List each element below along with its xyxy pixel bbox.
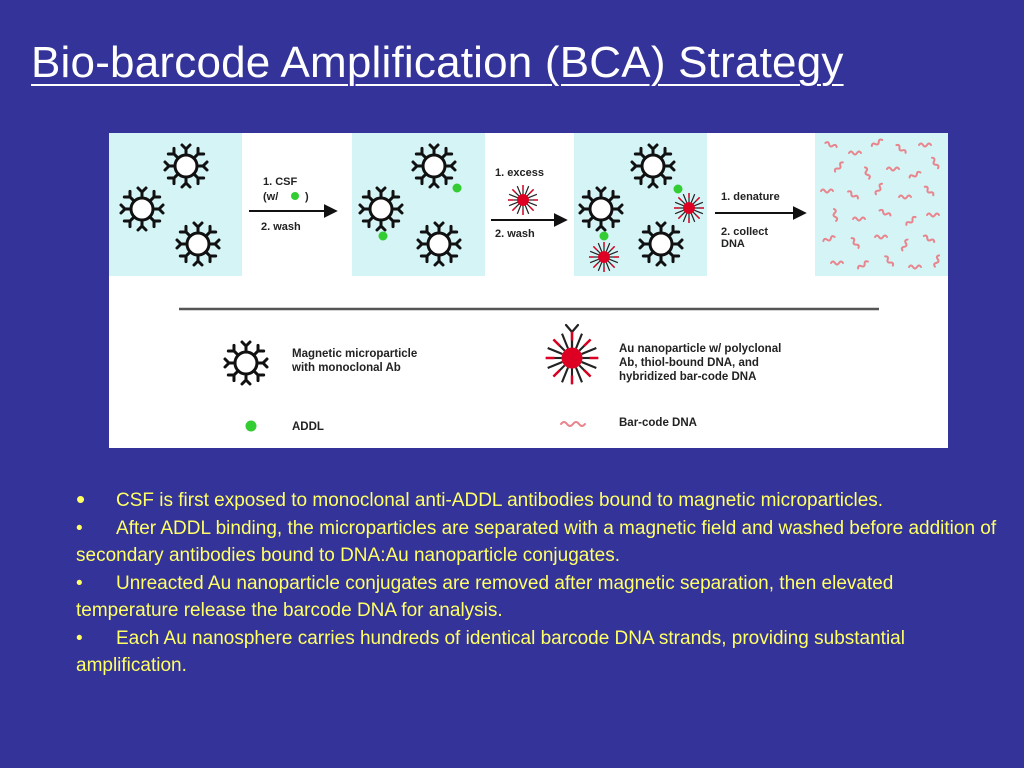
slide-title: Bio-barcode Amplification (BCA) Strategy — [31, 38, 844, 87]
step1-line2-prefix: (w/ — [263, 191, 278, 203]
step3-line1: 1. denature — [721, 191, 780, 203]
green-dot-icon — [291, 192, 299, 200]
legend-barcode-label: Bar-code DNA — [619, 417, 697, 429]
bullet-marker: • — [76, 517, 83, 539]
step3-line2: 2. collect — [721, 226, 768, 238]
step1-line1: 1. CSF — [263, 176, 298, 188]
wavy-strand-icon — [560, 421, 586, 427]
bullet-item: •Each Au nanosphere carries hundreds of … — [76, 625, 1001, 680]
bullet-marker: • — [76, 484, 86, 514]
step1-line3: 2. wash — [261, 221, 301, 233]
legend-nanoparticle-line2: Ab, thiol-bound DNA, and — [619, 357, 759, 369]
step1-line2-suffix: ) — [305, 191, 309, 203]
bullet-list: • CSF is first exposed to monoclonal anti… — [76, 484, 1001, 680]
legend-nanoparticle-line3: hybridized bar-code DNA — [619, 371, 756, 383]
legend-microparticle-line2: with monoclonal Ab — [291, 362, 401, 374]
step3-line3: DNA — [721, 238, 745, 250]
green-dot-icon — [245, 420, 257, 432]
bca-diagram: 1. CSF (w/ ) 2. wash 1. excess 2. wash 1… — [109, 133, 948, 448]
au-nanoparticle-icon — [507, 184, 539, 216]
addl-bound-icon — [378, 231, 388, 241]
addl-bound-icon — [673, 184, 683, 194]
bullet-text: CSF is first exposed to monoclonal anti-… — [116, 490, 884, 511]
legend-microparticle-line1: Magnetic microparticle — [292, 348, 417, 360]
au-nanoparticle-icon — [673, 192, 705, 224]
step2-line2: 2. wash — [495, 228, 535, 240]
bullet-marker: • — [76, 572, 83, 594]
addl-bound-icon — [452, 183, 462, 193]
step2-line1: 1. excess — [495, 167, 544, 179]
legend-nanoparticle-line1: Au nanoparticle w/ polyclonal — [619, 343, 781, 355]
addl-bound-icon — [599, 231, 609, 241]
bullet-text: Unreacted Au nanoparticle conjugates are… — [76, 572, 894, 622]
bullet-marker: • — [76, 627, 83, 649]
bullet-text: Each Au nanosphere carries hundreds of i… — [76, 627, 905, 677]
panel-4 — [815, 133, 948, 276]
bullet-item: •After ADDL binding, the microparticles … — [76, 515, 1001, 570]
au-nanoparticle-icon — [544, 323, 600, 386]
bullet-item: • CSF is first exposed to monoclonal anti… — [76, 484, 1001, 515]
bullet-text: After ADDL binding, the microparticles a… — [76, 517, 997, 567]
bullet-item: •Unreacted Au nanoparticle conjugates ar… — [76, 570, 1001, 625]
au-nanoparticle-icon — [588, 241, 620, 273]
figure-background — [109, 133, 948, 448]
legend-addl-label: ADDL — [292, 421, 324, 433]
